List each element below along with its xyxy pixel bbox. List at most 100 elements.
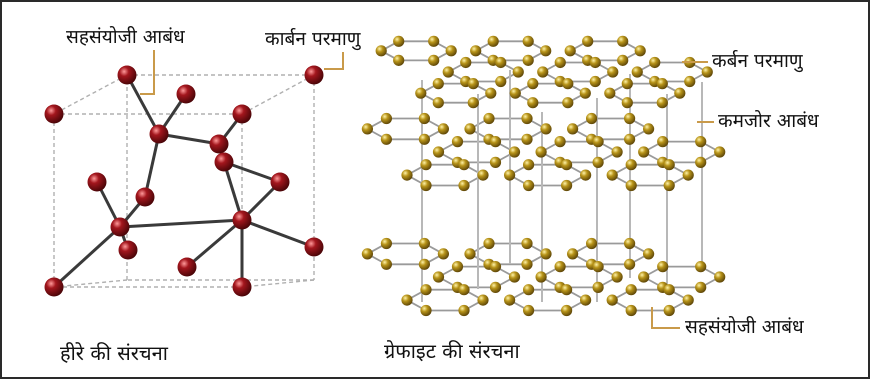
graphite-bond: [641, 140, 722, 164]
graphite-carbon-atom: [361, 123, 373, 135]
graphite-carbon-atom: [464, 123, 476, 135]
graphite-carbon-atom: [606, 294, 618, 306]
diamond-bond: [143, 133, 161, 198]
graphite-carbon-atom: [695, 156, 707, 168]
graphite-bond: [436, 140, 517, 164]
graphite-carbon-atom: [489, 136, 502, 148]
graphite-carbon-atom: [380, 133, 392, 145]
graphite-carbon-atom: [695, 136, 707, 148]
graphite-carbon-atom: [592, 281, 604, 293]
graphite-carbon-atom: [401, 294, 413, 306]
graphite-carbon-atom: [643, 123, 655, 135]
diamond-carbon-atom: [270, 172, 290, 192]
graphite-carbon-atom: [561, 304, 573, 317]
graphite-carbon-atom: [714, 271, 726, 283]
graphite-bond: [635, 61, 710, 83]
graphite-carbon-atom: [483, 237, 495, 250]
graphite-carbon-atom: [489, 156, 502, 168]
graphite-carbon-atom: [521, 133, 533, 145]
graphite-carbon-atom: [567, 248, 579, 260]
graphite-carbon-atom: [458, 304, 470, 317]
diamond-carbon-atom: [118, 240, 138, 260]
graphite-carbon-atom: [437, 123, 449, 135]
graphite-carbon-atom: [554, 136, 566, 148]
graphite-bond: [365, 242, 446, 266]
graphite-carbon-atom: [554, 261, 566, 273]
graphite-carbon-atom: [477, 169, 489, 181]
diamond-carbon-atom: [232, 277, 252, 297]
diamond-carbon-atom-label: कार्बन परमाणु: [265, 28, 361, 50]
graphite-carbon-atom: [617, 35, 629, 47]
diamond-carbon-atom: [110, 217, 130, 237]
graphite-carbon-atom: [509, 87, 521, 99]
graphite-carbon-atom: [460, 56, 472, 69]
graphite-carbon-atom: [420, 179, 432, 192]
graphite-carbon-atom: [458, 284, 470, 296]
diamond-carbon-atom: [304, 237, 324, 257]
graphite-carbon-atom: [649, 56, 661, 69]
graphite-carbon-atom: [582, 35, 594, 47]
graphite-carbon-atom: [714, 146, 726, 158]
graphite-carbon-atom: [418, 237, 430, 250]
graphite-carbon-atom: [508, 271, 521, 283]
graphite-carbon-atom: [495, 56, 507, 69]
graphite-carbon-atom: [428, 35, 440, 47]
graphite-carbon-atom: [624, 258, 636, 270]
diamond-carbon-atom: [232, 210, 252, 230]
graphite-carbon-atom: [521, 237, 533, 250]
graphite-carbon-atom: [617, 54, 629, 66]
graphite-bond: [570, 117, 651, 141]
diamond-carbon-atom: [176, 84, 196, 104]
graphite-carbon-atom: [657, 261, 669, 273]
graphite-carbon-atom: [624, 237, 636, 250]
graphite-bond: [513, 82, 588, 104]
graphite-carbon-atom: [458, 159, 470, 171]
graphite-carbon-atom: [656, 97, 668, 109]
graphite-bond: [405, 163, 485, 187]
graphite-carbon-atom: [420, 159, 432, 171]
graphite-carbon-atom: [451, 136, 464, 148]
graphite-carbon-atom: [521, 258, 533, 270]
cube-edge: [53, 279, 128, 288]
graphite-carbon-atom: [604, 87, 616, 99]
graphite-carbon-atom: [523, 304, 535, 317]
graphite-carbon-atom: [611, 146, 623, 158]
graphite-carbon-atom: [477, 294, 489, 306]
graphite-carbon-atom: [512, 66, 524, 78]
graphite-carbon-atom: [592, 156, 604, 168]
graphite-carbon-atom: [682, 169, 694, 181]
graphite-carbon-atom: [380, 112, 392, 125]
graphite-carbon-atom: [663, 159, 675, 171]
graphite-carbon-atom: [606, 169, 618, 181]
diamond-bond: [158, 132, 220, 146]
graphite-carbon-atom: [540, 123, 552, 135]
graphite-carbon-atom: [522, 54, 534, 66]
graphite-carbon-atom: [393, 54, 405, 66]
graphite-carbon-atom: [561, 284, 573, 296]
graphite-carbon-atom: [589, 56, 601, 69]
graphite-carbon-atom: [393, 35, 405, 47]
graphite-carbon-atom: [701, 66, 713, 78]
graphite-carbon-atom: [586, 237, 598, 250]
leader-line: [140, 50, 155, 95]
diamond-carbon-atom: [135, 187, 155, 207]
diamond-carbon-atom: [232, 104, 252, 124]
graphite-carbon-atom: [625, 304, 637, 317]
graphite-carbon-atom: [592, 136, 604, 148]
graphite-carbon-atom: [567, 123, 579, 135]
graphite-carbon-atom: [682, 294, 694, 306]
graphite-carbon-atom: [611, 271, 623, 283]
graphite-carbon-atom: [562, 78, 574, 90]
graphite-carbon-atom: [521, 112, 533, 125]
graphite-carbon-atom: [523, 284, 535, 296]
graphite-carbon-atom: [401, 169, 413, 181]
diamond-carbon-atom: [149, 124, 169, 144]
cube-edge: [241, 74, 315, 115]
graphite-bond: [610, 163, 691, 187]
graphite-bond: [610, 288, 691, 312]
graphite-carbon-atom: [607, 66, 619, 78]
graphite-carbon-atom: [467, 78, 479, 90]
diamond-bond: [223, 160, 281, 184]
graphite-bond: [607, 82, 682, 104]
